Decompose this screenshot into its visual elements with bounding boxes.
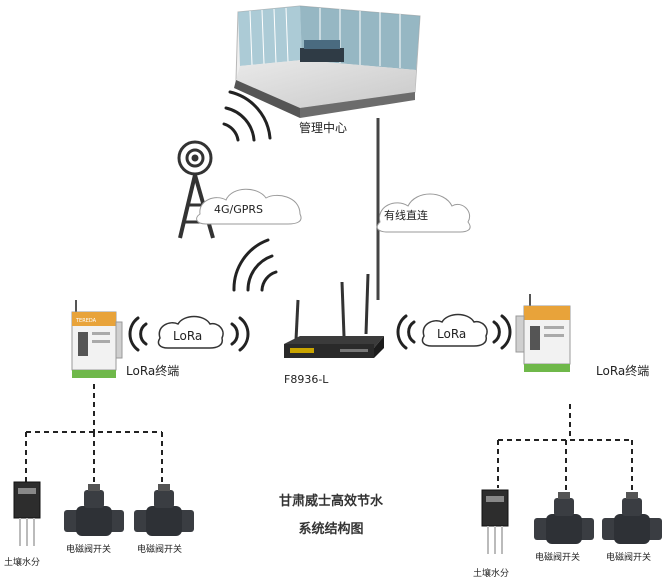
soil-sensor-left-label: 土壤水分	[4, 556, 40, 568]
lora-terminal-right-image	[515, 294, 571, 372]
lora-left-cloud-shape	[157, 315, 224, 349]
tower-cloud-shape	[196, 188, 302, 225]
wired-cloud-shape	[376, 193, 471, 233]
lora-right-signal-icon	[396, 314, 512, 350]
tower-signal-waves-icon	[222, 90, 272, 142]
lora-left-signal-icon	[128, 316, 250, 352]
wired-cloud-label: 有线直连	[384, 208, 428, 222]
soil-sensor-right-label: 土壤水分	[473, 567, 509, 579]
valve-left-1-label: 电磁阀开关	[66, 543, 111, 555]
router-label: F8936-L	[284, 373, 329, 386]
solenoid-valve-left-2-image	[134, 484, 194, 536]
management-center-label: 管理中心	[299, 120, 347, 135]
router-device-image	[284, 273, 384, 358]
control-room-image	[234, 5, 421, 118]
solenoid-valve-right-1-image	[534, 492, 594, 544]
soil-sensor-right-image	[481, 489, 509, 554]
solenoid-valve-left-1-image	[64, 484, 124, 536]
terminal-left-label: LoRa终端	[126, 363, 179, 378]
solenoid-valve-right-2-image	[602, 492, 662, 544]
right-wiring-dashed-lines	[497, 404, 633, 494]
diagram-title-line1: 甘肃威士高效节水	[278, 494, 383, 509]
left-wiring-dashed-lines	[25, 384, 163, 486]
terminal-right-label: LoRa终端	[596, 363, 649, 378]
router-signal-waves-icon	[232, 238, 278, 292]
valve-right-2-label: 电磁阀开关	[606, 551, 651, 563]
diagram-title-line2: 系统结构图	[298, 522, 364, 537]
lora-right-cloud-shape	[421, 313, 488, 347]
lora-right-label: LoRa	[437, 327, 466, 341]
valve-left-2-label: 电磁阀开关	[137, 543, 182, 555]
soil-sensor-left-image	[13, 481, 41, 546]
lora-terminal-left-image: TEREDA	[71, 300, 123, 378]
lora-left-label: LoRa	[173, 329, 202, 343]
tower-cloud-label: 4G/GPRS	[214, 203, 263, 216]
device-brand-label: TEREDA	[75, 318, 97, 324]
valve-right-1-label: 电磁阀开关	[535, 551, 580, 563]
